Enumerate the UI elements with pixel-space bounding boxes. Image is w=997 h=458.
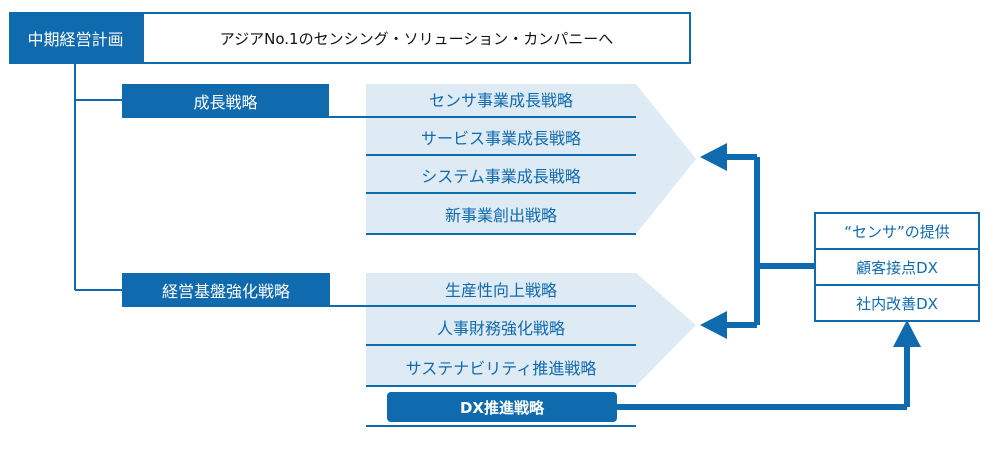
dx-box-customer-dx: 顧客接点DX <box>814 248 980 286</box>
tree-lines <box>74 64 366 307</box>
arrowheads <box>700 143 921 347</box>
strategy-sustainability: サステナビリティ推進戦略 <box>405 358 597 378</box>
strategy-productivity: 生産性向上戦略 <box>444 280 557 300</box>
strategy-dx: DX推進戦略 <box>387 392 617 422</box>
strategy-sensor-growth: センサ事業成長戦略 <box>428 90 573 110</box>
plan-label: 中期経営計画 <box>9 12 142 64</box>
arrowhead-to-dx-box <box>893 320 921 347</box>
base-chevron-panel <box>366 273 696 386</box>
base-strategy-header: 経営基盤強化戦略 <box>122 273 330 307</box>
growth-strategy-header: 成長戦略 <box>122 84 329 118</box>
growth-chevron-panel <box>366 84 696 234</box>
dx-box-internal-dx: 社内改善DX <box>814 284 980 322</box>
arrowhead-to-growth <box>700 143 727 171</box>
strategy-service-growth: サービス事業成長戦略 <box>420 128 581 148</box>
dx-box-sensor-provision: “センサ”の提供 <box>814 212 980 250</box>
arrowhead-to-base <box>700 311 727 339</box>
feedback-arrows <box>617 154 910 410</box>
strategy-underlines <box>366 116 636 427</box>
strategy-new-business: 新事業創出戦略 <box>444 205 557 225</box>
strategy-hr-finance: 人事財務強化戦略 <box>436 318 565 338</box>
strategy-system-growth: システム事業成長戦略 <box>421 166 581 186</box>
plan-slogan: アジアNo.1のセンシング・ソリューション・カンパニーへ <box>142 12 691 64</box>
